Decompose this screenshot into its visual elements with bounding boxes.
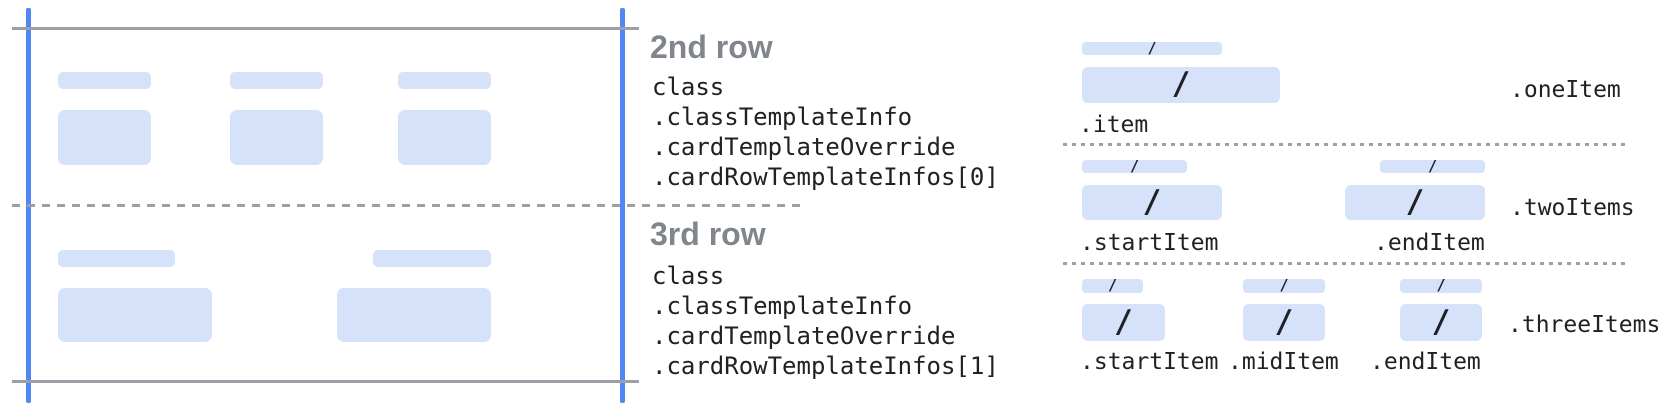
item-label-placeholder: / [1082, 276, 1143, 294]
item-value-placeholder: / [1082, 183, 1222, 220]
item-field-name: .startItem [1080, 349, 1219, 375]
item-field-name: .item [1079, 112, 1149, 138]
second-row-heading: 2nd row [650, 29, 773, 65]
api-path-line: class [652, 73, 725, 101]
layout-name-oneitem: .oneItem [1510, 77, 1621, 103]
slash-glyph: / [1114, 303, 1133, 340]
slash-glyph: / [1147, 38, 1157, 57]
row-top-boundary-line [12, 27, 639, 30]
third-row-api-path: class .classTemplateInfo .cardTemplateOv… [652, 261, 999, 381]
item-field-name: .endItem [1374, 230, 1485, 256]
api-path-line: .cardTemplateOverride [652, 133, 956, 161]
second-row-api-path: class .classTemplateInfo .cardTemplateOv… [652, 72, 999, 192]
api-path-line: .cardTemplateOverride [652, 322, 956, 350]
item-value-placeholder: / [1243, 304, 1325, 341]
slash-glyph: / [1274, 303, 1294, 340]
row-divider-dashed-line [12, 204, 800, 207]
api-path-line: .classTemplateInfo [652, 103, 913, 131]
field-label-placeholder [230, 72, 323, 89]
field-value-placeholder [337, 288, 491, 342]
item-value-placeholder: / [1082, 66, 1280, 103]
layout-name-twoitems: .twoItems [1510, 195, 1635, 221]
field-value-placeholder [58, 288, 212, 342]
row-bottom-boundary-line [12, 380, 639, 383]
api-path-line: .cardRowTemplateInfos[1] [652, 352, 999, 380]
field-value-placeholder [398, 110, 491, 165]
field-label-placeholder [398, 72, 491, 89]
slash-glyph: / [1436, 276, 1446, 294]
field-value-placeholder [58, 110, 151, 165]
slash-glyph: / [1279, 276, 1289, 294]
api-path-line: class [652, 262, 725, 290]
item-field-name: .startItem [1080, 230, 1219, 256]
item-value-placeholder: / [1400, 304, 1482, 341]
item-field-name: .midItem [1228, 349, 1339, 375]
item-label-placeholder: / [1082, 156, 1187, 175]
field-value-placeholder [230, 110, 323, 165]
item-label-placeholder: / [1380, 156, 1485, 175]
section-divider-dotted-line [1063, 143, 1625, 146]
api-path-line: .classTemplateInfo [652, 292, 913, 320]
slash-glyph: / [1142, 183, 1162, 220]
item-label-placeholder: / [1400, 276, 1482, 294]
item-field-name: .endItem [1370, 349, 1481, 375]
slash-glyph: / [1427, 156, 1438, 175]
field-label-placeholder [373, 250, 491, 267]
api-path-line: .cardRowTemplateInfos[0] [652, 163, 999, 191]
layout-name-threeitems: .threeItems [1508, 312, 1661, 338]
slash-glyph: / [1107, 276, 1118, 294]
item-label-placeholder: / [1082, 38, 1222, 57]
slash-glyph: / [1431, 303, 1451, 340]
item-value-placeholder: / [1345, 183, 1485, 220]
slash-glyph: / [1129, 156, 1140, 175]
field-label-placeholder [58, 72, 151, 89]
section-divider-dotted-line [1063, 262, 1625, 265]
item-label-placeholder: / [1243, 276, 1325, 294]
slash-glyph: / [1405, 183, 1425, 220]
item-value-placeholder: / [1082, 304, 1165, 341]
slash-glyph: / [1171, 66, 1191, 102]
third-row-heading: 3rd row [650, 216, 766, 252]
field-label-placeholder [58, 250, 175, 267]
